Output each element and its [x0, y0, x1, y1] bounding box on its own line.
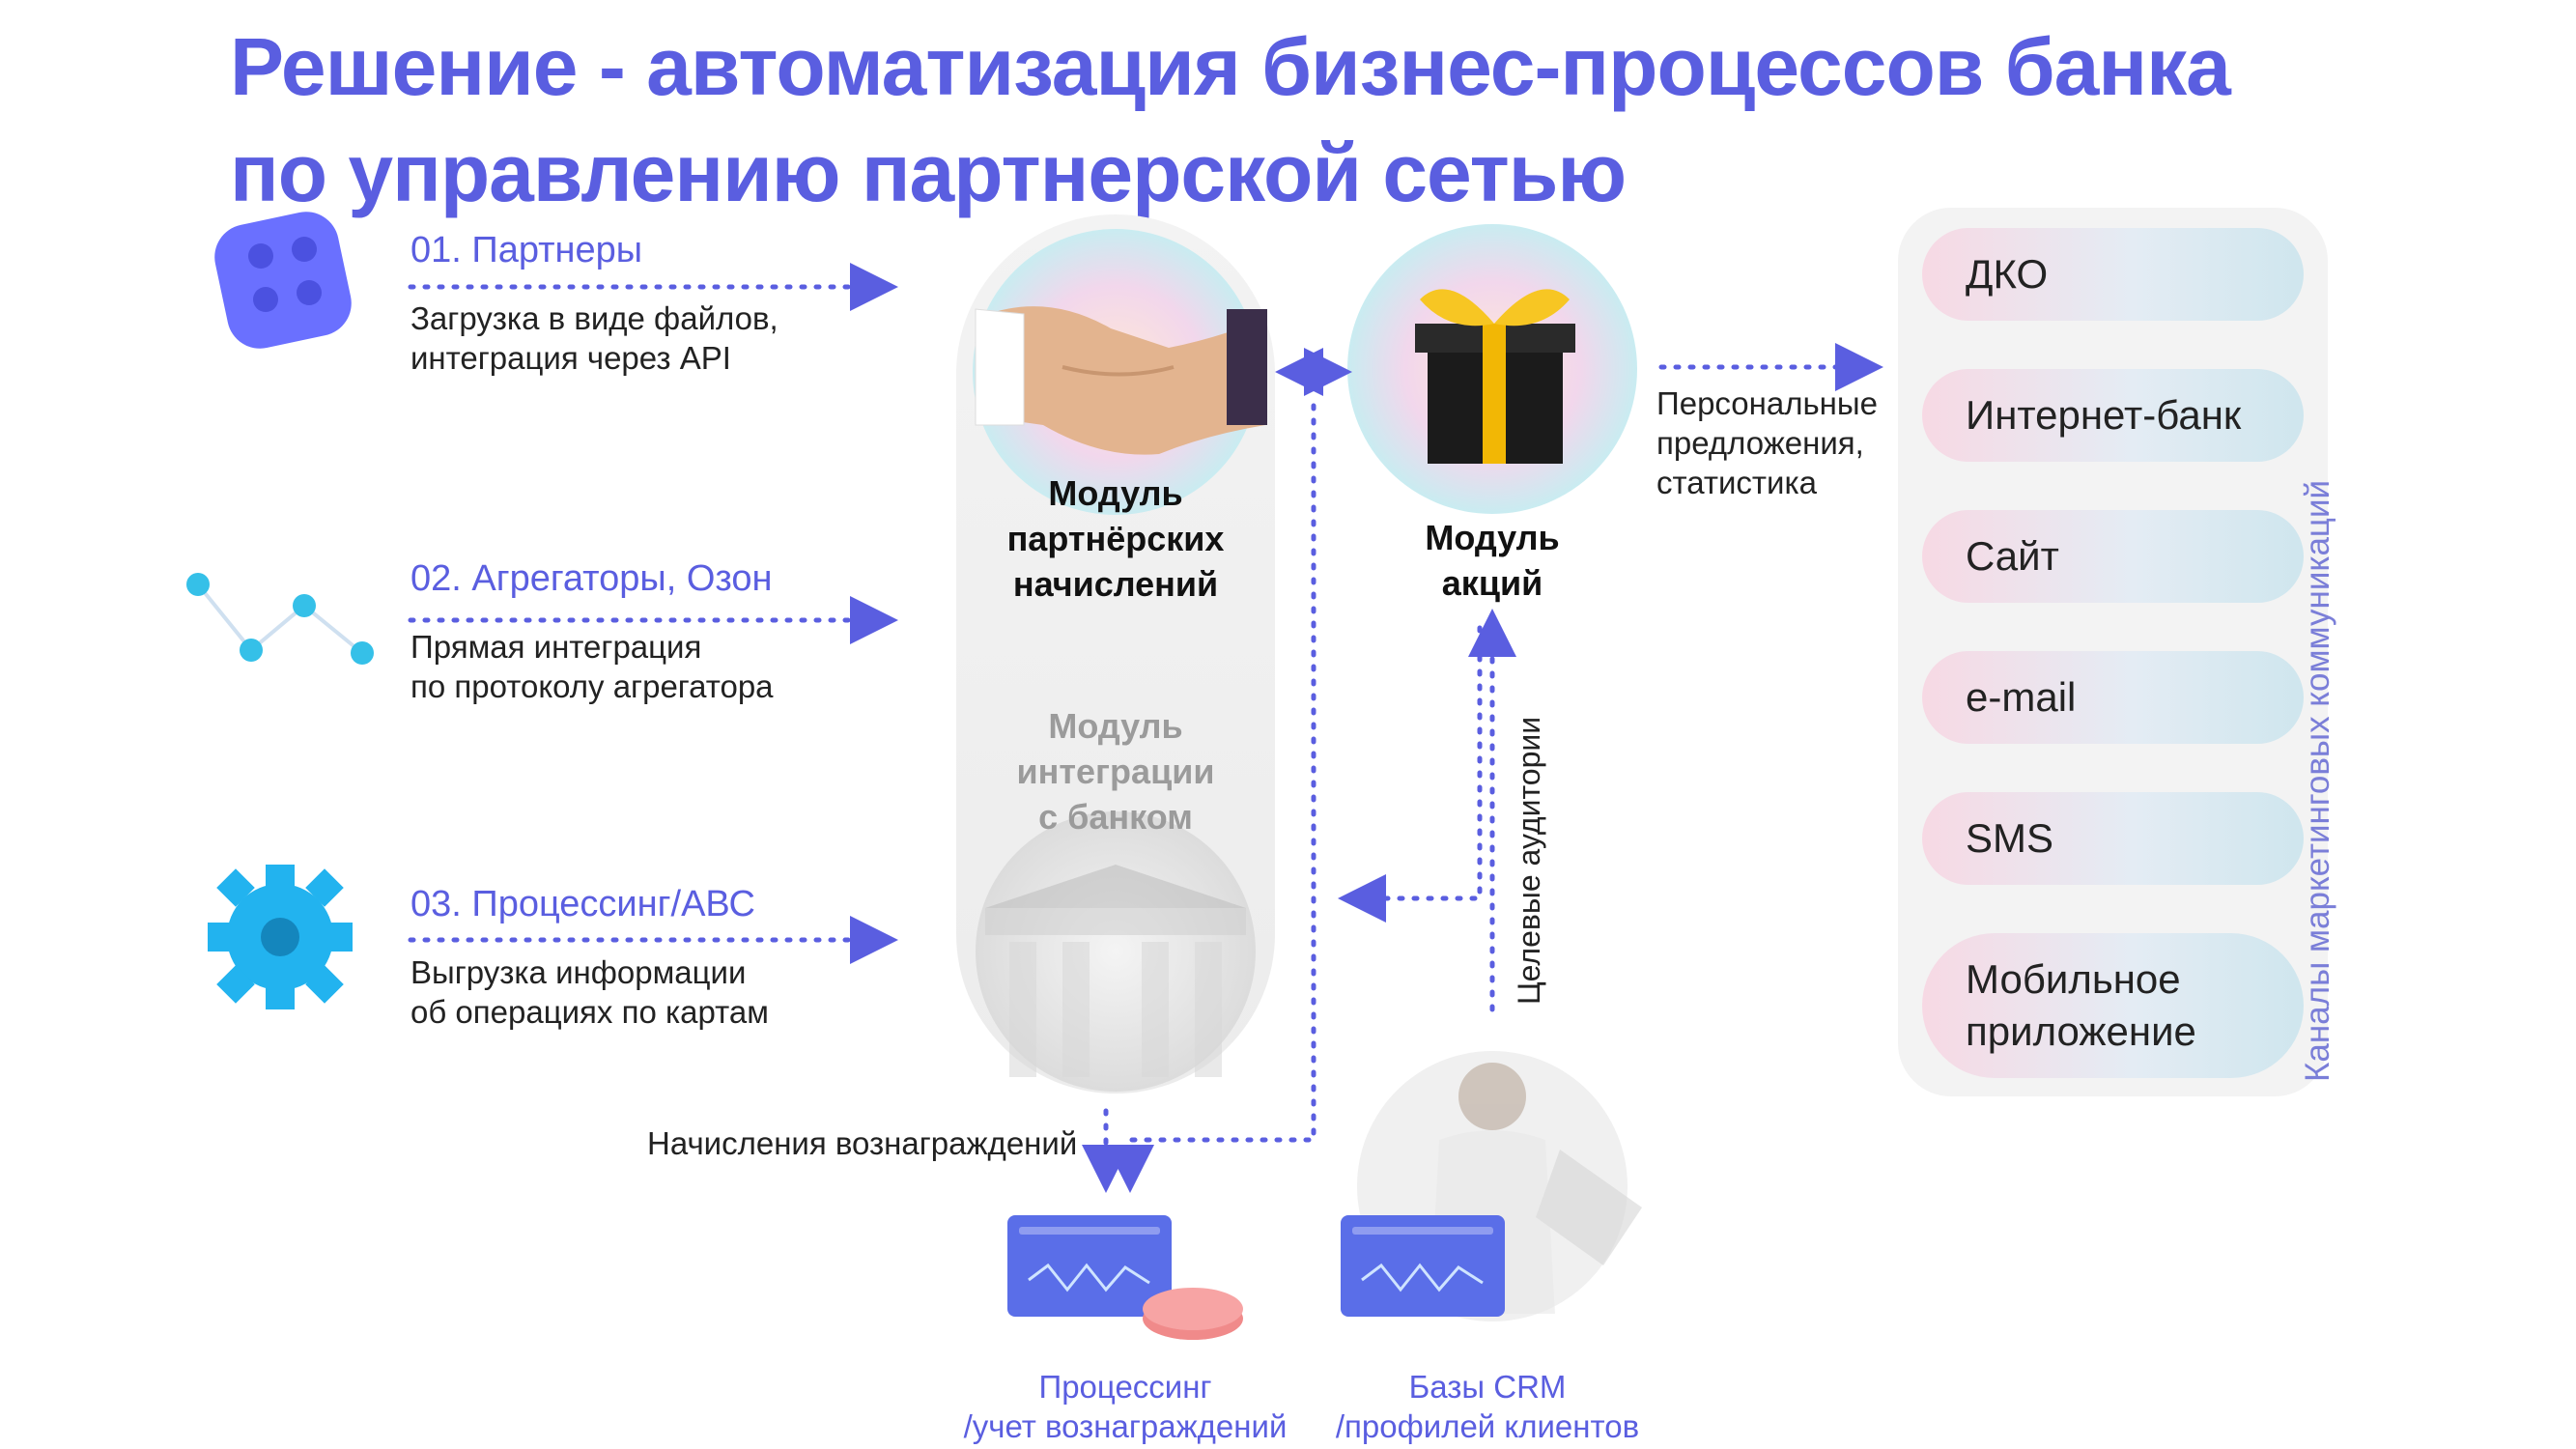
processing-laptop-image: [1007, 1215, 1243, 1340]
channel-label: SMS: [1966, 815, 2054, 861]
channels-caption: Каналы маркетинговых коммуникаций: [2299, 479, 2336, 1082]
channel-label: Сайт: [1966, 533, 2059, 579]
source-processing: 03. Процессинг/АВС Выгрузка информации о…: [410, 884, 769, 1032]
gear-icon: [208, 865, 353, 1009]
channel-email: e-mail: [1922, 651, 2304, 744]
source-title: 03. Процессинг/АВС: [410, 884, 755, 924]
source-desc: Загрузка в виде файлов,: [410, 300, 778, 336]
source-desc: Прямая интеграция: [410, 629, 702, 665]
bank-building-image: [985, 865, 1246, 1077]
source-desc: Выгрузка информации: [410, 954, 747, 990]
label-line: партнёрских: [1006, 519, 1225, 558]
offers-label: Персональные предложения, статистика: [1656, 384, 1878, 502]
label-line: Модуль: [1048, 706, 1183, 746]
nodes-icon: [186, 573, 374, 665]
source-title: 02. Агрегаторы, Озон: [410, 558, 773, 599]
source-aggregators: 02. Агрегаторы, Озон Прямая интеграция п…: [410, 558, 774, 706]
source-partners: 01. Партнеры Загрузка в виде файлов, инт…: [410, 230, 778, 378]
rewards-label: Начисления вознаграждений: [647, 1125, 1078, 1161]
crm-laptop-image: [1341, 1215, 1505, 1317]
label-line: Персональные: [1656, 385, 1878, 421]
channel-label: e-mail: [1966, 674, 2077, 720]
page-title: Решение - автоматизация бизнес-процессов…: [230, 14, 2451, 226]
channel-label: ДКО: [1966, 251, 2049, 297]
crm-label: Базы CRM /профилей клиентов: [1328, 1367, 1647, 1446]
channel-mobile-app: Мобильное приложение: [1922, 933, 2304, 1078]
label-line: с банком: [1038, 797, 1193, 837]
title-line-2: по управлению партнерской сетью: [230, 128, 1627, 218]
integration-module-circle: [976, 811, 1256, 1092]
label-line: Модуль: [1048, 473, 1183, 513]
source-desc: по протоколу агрегатора: [410, 668, 774, 704]
source-desc: об операциях по картам: [410, 994, 769, 1030]
label-line: статистика: [1656, 465, 1817, 500]
label-line: начислений: [1012, 564, 1219, 604]
channel-label: Мобильное: [1966, 956, 2181, 1002]
channel-site: Сайт: [1922, 510, 2304, 603]
source-desc: интеграция через API: [410, 340, 731, 376]
handshake-image: [975, 306, 1267, 455]
title-line-1: Решение - автоматизация бизнес-процессов…: [230, 21, 2231, 112]
cube-icon: [214, 212, 352, 349]
label-line: акций: [1441, 563, 1543, 603]
channel-label: приложение: [1966, 1009, 2196, 1054]
channel-label: Интернет-банк: [1966, 392, 2242, 438]
label-line: Базы CRM: [1408, 1369, 1567, 1405]
gift-box-image: [1415, 289, 1575, 464]
channel-dko: ДКО: [1922, 228, 2304, 321]
partner-module-label: Модуль партнёрских начислений: [966, 470, 1265, 607]
channel-internet-bank: Интернет-банк: [1922, 369, 2304, 462]
integration-module-label: Модуль интеграции с банком: [966, 703, 1265, 839]
label-line: предложения,: [1656, 425, 1864, 461]
label-line: Модуль: [1425, 518, 1560, 557]
label-line: Процессинг: [1038, 1369, 1212, 1405]
label-line: /профилей клиентов: [1335, 1408, 1640, 1444]
processing-label: Процессинг /учет вознаграждений: [951, 1367, 1299, 1446]
label-line: интеграции: [1016, 752, 1215, 791]
label-line: /учет вознаграждений: [963, 1408, 1288, 1444]
target-audiences-label: Целевые аудитории: [1512, 716, 1546, 1005]
source-title: 01. Партнеры: [410, 230, 643, 270]
promo-module-label: Модуль акций: [1391, 515, 1594, 606]
channel-sms: SMS: [1922, 792, 2304, 885]
